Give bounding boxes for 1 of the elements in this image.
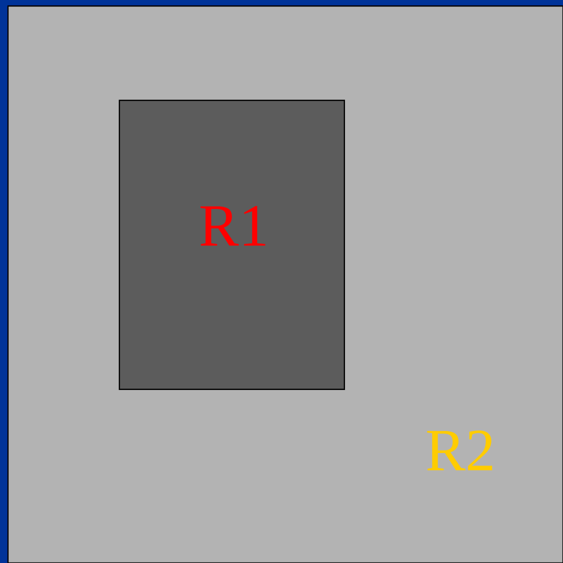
region-box: R1 [118,100,345,390]
